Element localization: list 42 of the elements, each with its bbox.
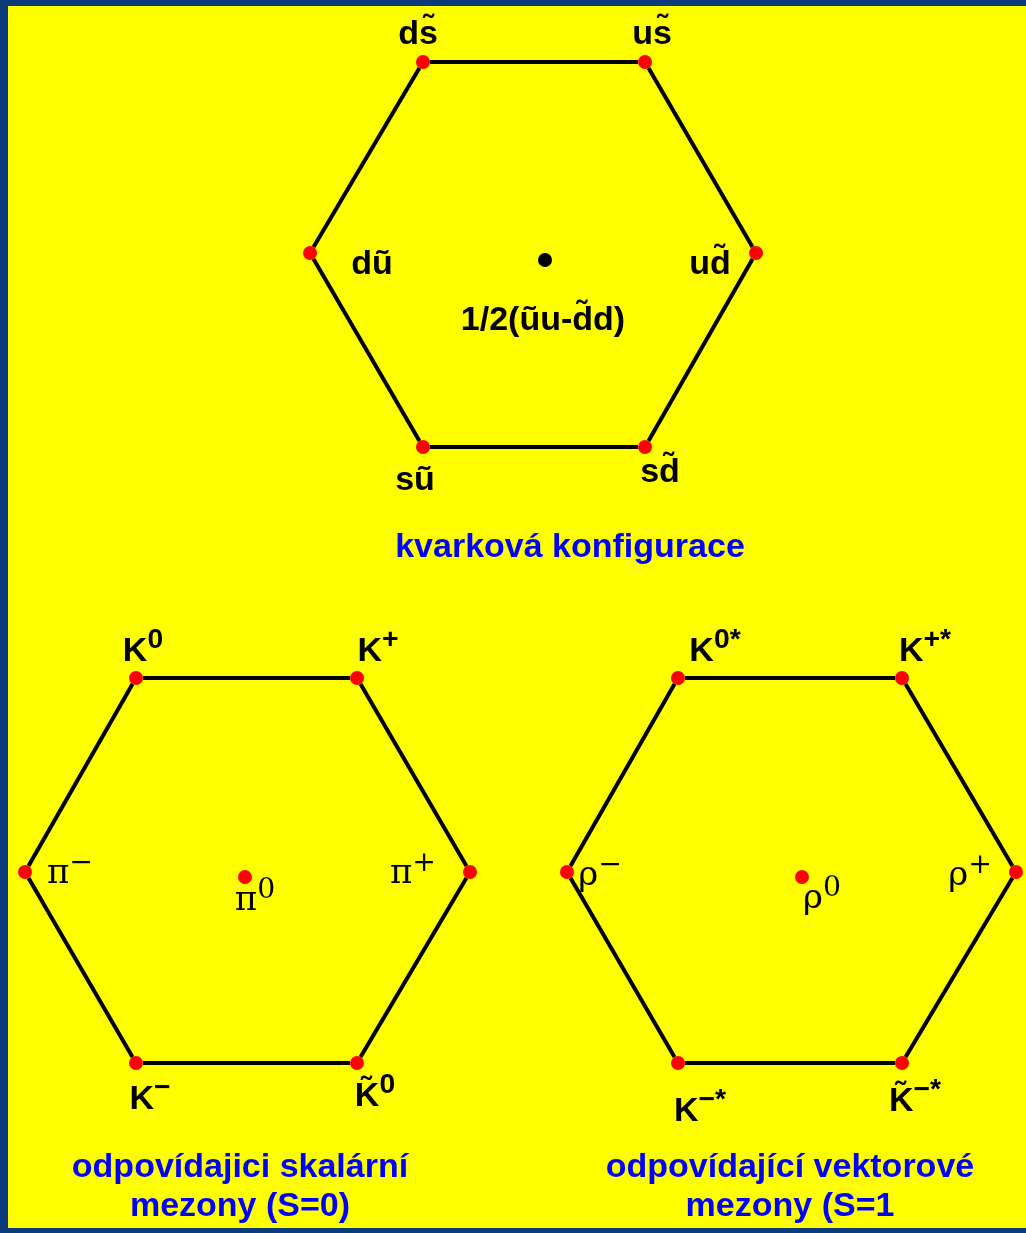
hexagon-side (311, 67, 422, 248)
hexagon-side (430, 60, 638, 64)
hexagon-side (358, 877, 469, 1058)
particle-label: ρ$^{−}$ (578, 849, 622, 891)
hexagon-side (143, 1061, 350, 1065)
particle-label: π$^{−}$ (46, 847, 94, 889)
particle-label: ud̃ (689, 245, 731, 279)
caption: odpovídajici skalární mezony (S=0) (70, 1146, 410, 1225)
particle-label: K̃$^{−*}$ (888, 1074, 942, 1116)
hexagon-side (358, 683, 469, 867)
particle-label: K$^{0*}$ (689, 624, 741, 666)
hexagon-side (903, 683, 1015, 867)
hexagon-side (903, 877, 1015, 1058)
particle-label: us̃ (632, 15, 672, 49)
caption: odpovídající vektorové mezony (S=1 (604, 1146, 976, 1225)
hexagon-side (26, 877, 135, 1058)
particle-label: K$^{0}$ (122, 624, 164, 666)
hexagon-side (143, 676, 350, 680)
particle-label: π$^{0}$ (234, 874, 276, 916)
hexagon-side (430, 445, 638, 449)
particle-label: K̃$^{0}$ (354, 1069, 396, 1111)
hexagon-side (568, 683, 677, 867)
particle-label: 1/2(ũu-d̃d) (460, 301, 626, 335)
particle-label: sd̃ (640, 453, 680, 487)
hexagon-side (311, 258, 422, 442)
caption: kvarková konfigurace (394, 526, 746, 566)
hexagon-side (685, 676, 895, 680)
hexagon-side (685, 1061, 895, 1065)
particle-label: ds̃ (398, 15, 438, 49)
hexagon-side (646, 67, 755, 248)
particle-label: π$^{+}$ (389, 847, 437, 889)
particle-label: sũ (395, 461, 435, 495)
hexagon-side (568, 877, 677, 1058)
particle-label: K$^{−}$ (129, 1072, 171, 1114)
hexagon-side (646, 258, 755, 442)
particle-label: K$^{+*}$ (898, 624, 952, 666)
hexagon-side (26, 683, 135, 867)
particle-label: ρ$^{0}$ (803, 872, 841, 914)
particle-label: K$^{−*}$ (673, 1084, 727, 1126)
particle-label: ρ$^{+}$ (948, 849, 992, 891)
particle-label: K$^{+}$ (357, 624, 399, 666)
particle-label: dũ (351, 245, 393, 279)
